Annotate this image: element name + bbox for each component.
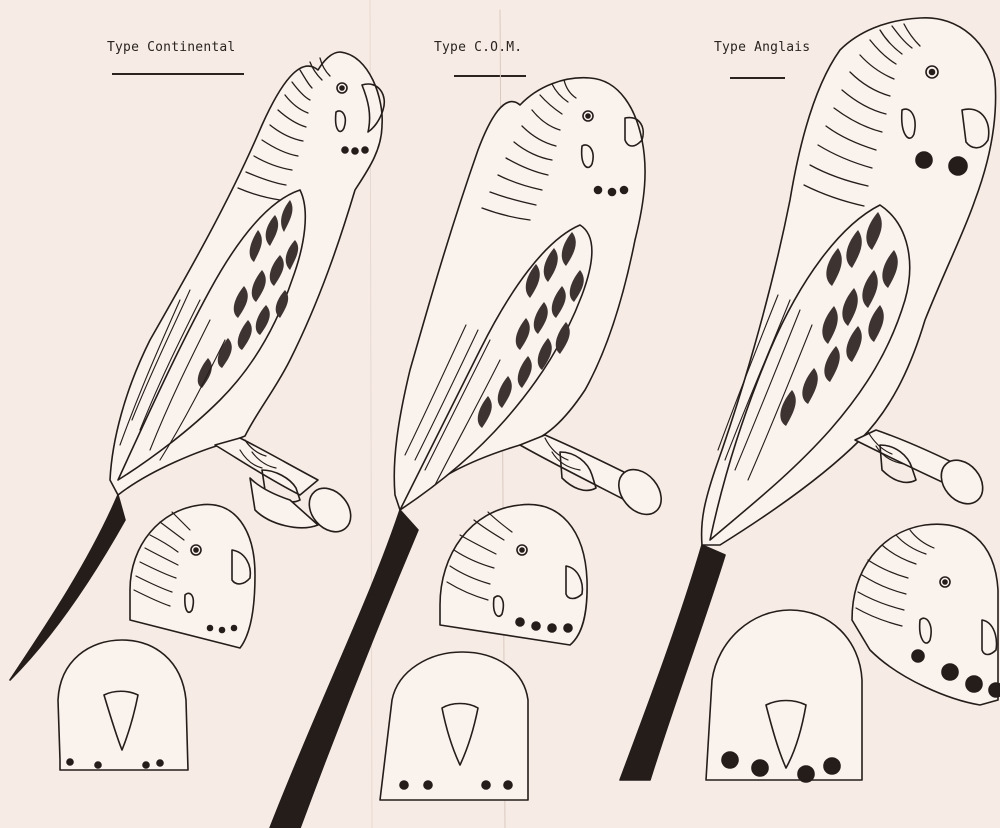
figure-anglais-side-head	[852, 524, 1000, 705]
figure-com-front-head	[380, 652, 528, 800]
figure-com-side-head	[440, 504, 587, 645]
figure-anglais-front-head	[706, 610, 862, 782]
figure-continental-side-head	[130, 504, 255, 648]
figure-continental-front-head	[58, 640, 188, 770]
